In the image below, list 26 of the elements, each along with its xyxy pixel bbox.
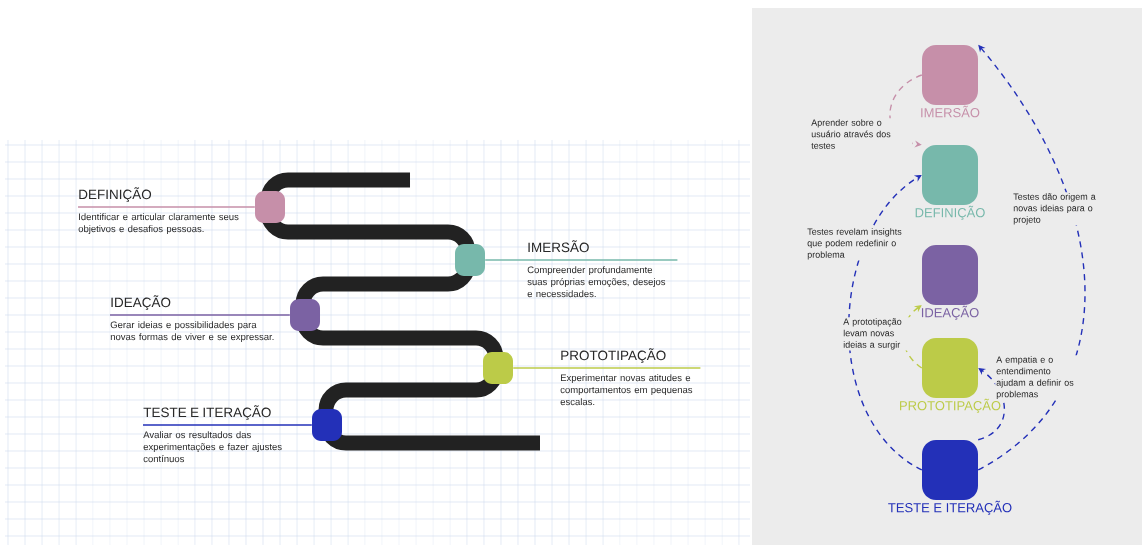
leader-line <box>77 206 256 208</box>
node-label: TESTE E ITERAÇÃO <box>888 500 1012 515</box>
node-label: DEFINIÇÃO <box>915 205 985 220</box>
stage-blob: IDEAÇÃO <box>921 245 979 320</box>
dashed-arrow <box>977 368 1006 441</box>
stage-text: DEFINIÇÃO Identificar e articular claramente seus objetivos e desafios pessoas. <box>78 187 239 234</box>
stage-text: TESTE E ITERAÇÃO Avaliar os resultados das experimentações e fazer ajustes contínuos <box>143 405 282 463</box>
edge-label: A prototipação levam novas ideias a surgir <box>842 317 915 351</box>
edge-label: A empatia e o entendimento ajudam a definir os problemas <box>995 355 1088 401</box>
edge-label: Testes revelam insights que podem redefinir o problema <box>806 227 909 261</box>
leader-line <box>484 259 679 261</box>
stage-blob: TESTE E ITERAÇÃO <box>888 440 1012 515</box>
edge-label: Aprender sobre o usuário através dos testes <box>810 118 913 150</box>
edge-label: Testes dão origem a novas ideias para o projeto <box>1012 192 1105 226</box>
leader-line <box>512 367 702 369</box>
stage-text: IDEAÇÃO Gerar ideias e possibilidades para novas formas de viver e se expressar. <box>110 295 274 342</box>
dashed-arrow <box>848 175 923 471</box>
stage-blob: IMERSÃO <box>921 45 980 118</box>
stage-text: PROTOTIPAÇÃO Experimentar novas atitudes e comportamentos em pequenas escalas. <box>560 348 693 406</box>
stage-text: IMERSÃO Compreender profundamente suas próprias emoções, desejos e necessidades. <box>527 240 666 298</box>
stage-blob: DEFINIÇÃO <box>915 145 985 220</box>
leader-line <box>109 314 291 316</box>
node-label: IDEAÇÃO <box>921 305 979 320</box>
node-label: IMERSÃO <box>921 105 980 118</box>
node-label: PROTOTIPAÇÃO <box>900 398 1001 413</box>
leader-line <box>142 424 313 426</box>
